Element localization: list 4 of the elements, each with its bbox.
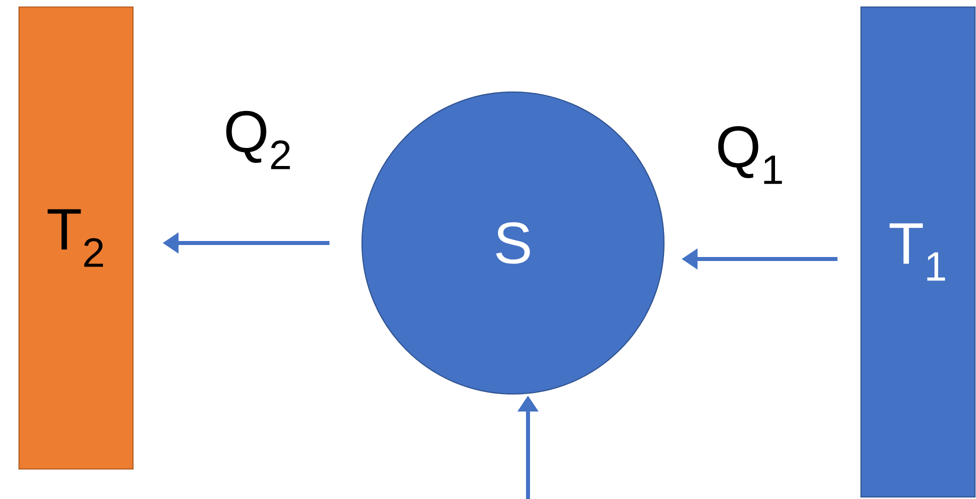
reservoir-bar: T$_{1}$ bbox=[860, 6, 976, 498]
edge-label: Q$_{1}$ bbox=[718, 126, 782, 184]
reservoir-bar: T$_{2}$ bbox=[18, 6, 134, 470]
edge-label: Q$_{2}$ bbox=[226, 110, 290, 170]
